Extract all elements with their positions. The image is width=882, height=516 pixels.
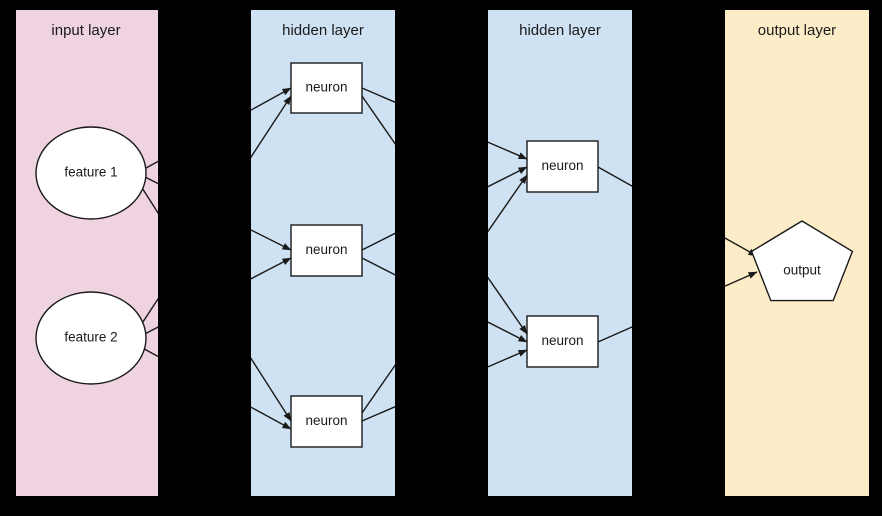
node-label-hidden1-neuron-2: neuron xyxy=(305,242,347,257)
node-hidden2-neuron-2[interactable]: neuron xyxy=(526,315,599,368)
node-hidden1-neuron-3[interactable]: neuron xyxy=(290,395,363,448)
node-hidden1-neuron-1[interactable]: neuron xyxy=(290,62,363,114)
node-shape-hidden1-neuron-2 xyxy=(290,224,363,277)
node-shape-output-node xyxy=(750,220,854,302)
node-label-feature-2: feature 2 xyxy=(64,330,117,345)
node-shape-hidden1-neuron-3 xyxy=(290,395,363,448)
layer-title-input: input layer xyxy=(51,22,120,39)
node-label-hidden2-neuron-2: neuron xyxy=(541,333,583,348)
layer-nodes: feature 1 feature 2 neuron neuron neuron neur… xyxy=(35,62,854,448)
node-hidden2-neuron-1[interactable]: neuron xyxy=(526,140,599,193)
node-shape-hidden1-neuron-1 xyxy=(290,62,363,114)
node-shape-hidden2-neuron-1 xyxy=(526,140,599,193)
node-label-hidden1-neuron-3: neuron xyxy=(305,413,347,428)
node-shape-feature-1 xyxy=(35,126,147,220)
layer-titles: input layer hidden layer hidden layer outpu… xyxy=(51,22,836,39)
layer-title-hidden-1: hidden layer xyxy=(282,22,364,39)
node-feature-1[interactable]: feature 1 xyxy=(35,126,147,220)
layer-panel-input xyxy=(16,10,158,496)
node-label-hidden2-neuron-1: neuron xyxy=(541,158,583,173)
layer-title-hidden-2: hidden layer xyxy=(519,22,601,39)
layer-panel-hidden-2 xyxy=(488,10,632,496)
node-hidden1-neuron-2[interactable]: neuron xyxy=(290,224,363,277)
node-label-hidden1-neuron-1: neuron xyxy=(305,80,347,95)
node-shape-hidden2-neuron-2 xyxy=(526,315,599,368)
node-shape-feature-2 xyxy=(35,291,147,385)
node-output-node[interactable]: output xyxy=(750,220,854,302)
node-label-output-node: output xyxy=(783,263,821,278)
node-feature-2[interactable]: feature 2 xyxy=(35,291,147,385)
layer-title-output: output layer xyxy=(758,22,836,39)
node-label-feature-1: feature 1 xyxy=(64,165,117,180)
